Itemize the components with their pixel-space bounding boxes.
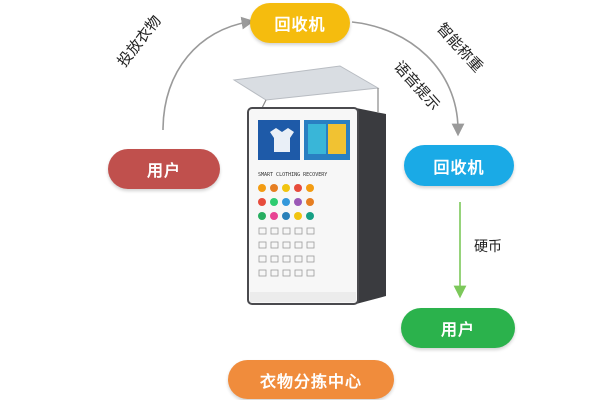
recycling-machine-illustration: SMART CLOTHING RECOVERY — [232, 65, 386, 305]
machine-color-icons — [258, 184, 314, 220]
machine-side — [356, 108, 386, 304]
node-right-recycler: 回收机 — [404, 145, 514, 186]
machine-base — [250, 292, 356, 302]
arrow-user-to-machine — [162, 16, 255, 131]
machine-outline-icons — [258, 227, 315, 277]
node-sorting-center: 衣物分拣中心 — [228, 360, 394, 399]
machine-brand: SMART CLOTHING RECOVERY — [258, 172, 327, 178]
arrow-machine-to-machine — [351, 21, 465, 137]
node-left-user: 用户 — [108, 149, 220, 189]
node-bottom-user: 用户 — [401, 308, 515, 348]
machine-canopy — [232, 65, 380, 101]
edge-label-coin: 硬币 — [474, 239, 502, 255]
node-top-recycler: 回收机 — [250, 3, 350, 43]
